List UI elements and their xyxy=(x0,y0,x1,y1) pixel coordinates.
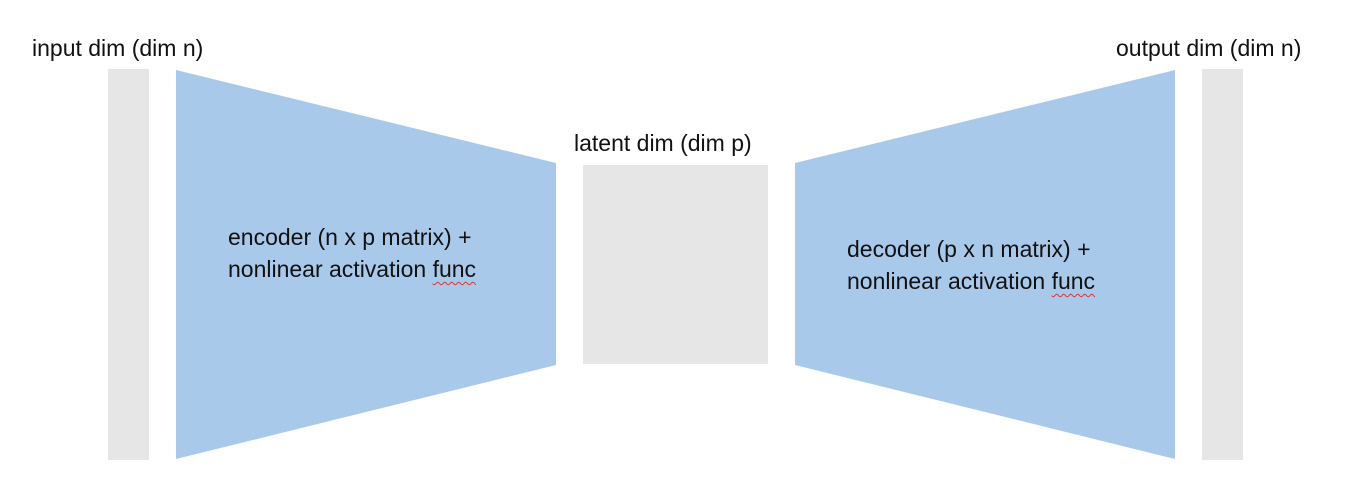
decoder-description: decoder (p x n matrix) + nonlinear activ… xyxy=(847,233,1095,297)
input-dim-label: input dim (dim n) xyxy=(32,35,204,61)
decoder-line-2-main: nonlinear activation xyxy=(847,268,1052,294)
encoder-trapezoid xyxy=(176,70,556,459)
input-layer-bar xyxy=(108,69,149,460)
output-layer-bar xyxy=(1202,69,1243,460)
latent-layer-box xyxy=(583,165,768,364)
decoder-trapezoid xyxy=(795,70,1175,459)
decoder-spellcheck-word: func xyxy=(1051,268,1096,294)
decoder-line-1: decoder (p x n matrix) + xyxy=(847,236,1091,262)
encoder-line-1: encoder (n x p matrix) + xyxy=(228,224,472,250)
encoder-spellcheck-word: func xyxy=(432,256,477,282)
decoder-line-2: nonlinear activation func xyxy=(847,265,1095,297)
output-dim-label: output dim (dim n) xyxy=(1116,35,1302,61)
encoder-line-2-main: nonlinear activation xyxy=(228,256,433,282)
latent-dim-label: latent dim (dim p) xyxy=(574,130,752,156)
encoder-line-2: nonlinear activation func xyxy=(228,253,476,285)
encoder-description: encoder (n x p matrix) + nonlinear activ… xyxy=(228,221,476,285)
